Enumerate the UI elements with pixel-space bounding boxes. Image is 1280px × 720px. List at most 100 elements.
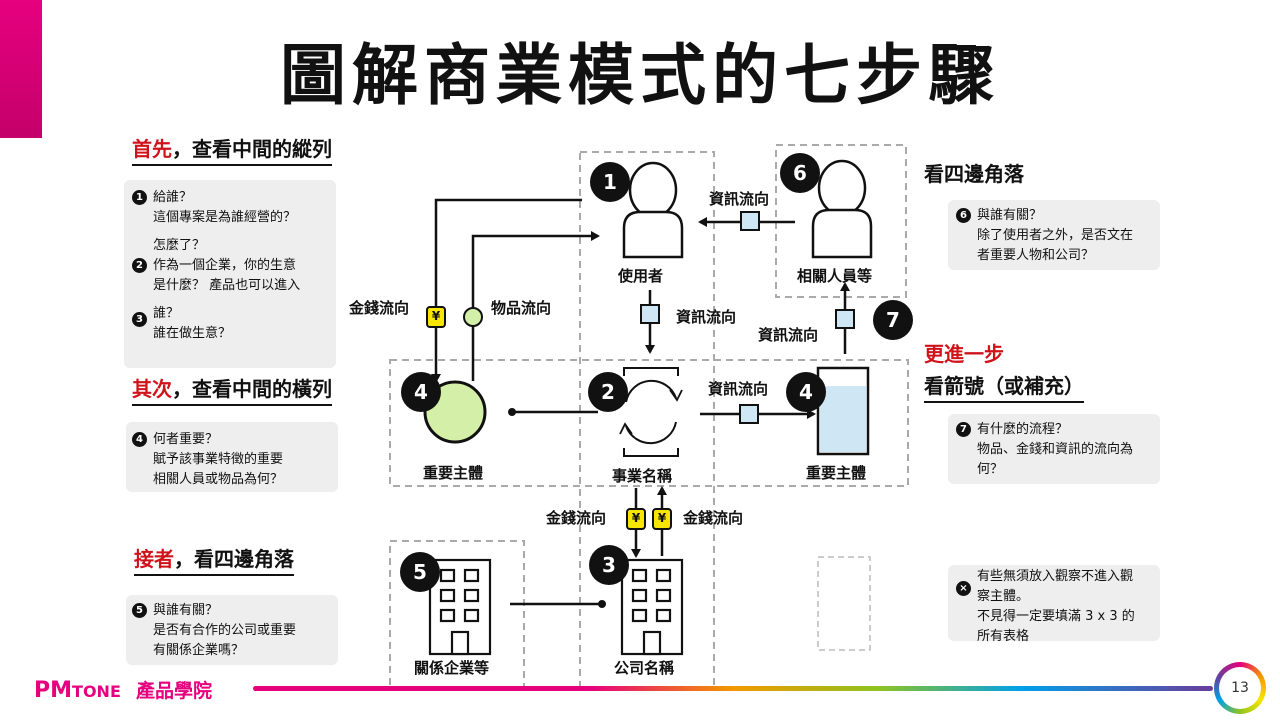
info-square (740, 211, 760, 231)
note-text: 誰？ 誰在做生意？ (153, 306, 232, 341)
brand-pm: PM (34, 678, 73, 703)
number-badge-circle (401, 372, 441, 412)
number-badge: 1 (132, 190, 147, 205)
right-heading-corners: 看四邊角落 (924, 162, 1024, 186)
note-item: 3 誰？ 誰在做生意？ (132, 304, 336, 344)
number-badge: 5 (132, 603, 147, 618)
note-text: 怎麼了？ 作為一個企業，你的生意 是什麼？ 產品也可以進入 (153, 238, 301, 293)
note-item: 7 有什麼的流程？ 物品、金錢和資訊的流向為 何？ (956, 420, 1160, 480)
heading-rest: ，查看中間的橫列 (172, 377, 332, 401)
money-flow-label: 金錢流向 (546, 509, 607, 527)
related-company-label: 關係企業等 (414, 659, 490, 677)
badge-1: 1 (603, 170, 617, 194)
number-badge: 2 (132, 258, 147, 273)
note-text: 何者重要？ 賦予該事業特徵的重要 相關人員或物品為何？ (153, 432, 284, 487)
number-badge-circle (786, 372, 826, 412)
close-icon: × (956, 581, 971, 596)
page-title: 圖解商業模式的七步驟 (280, 37, 1000, 114)
right-heading-further: 更進一步 (924, 342, 1004, 366)
yen-symbol: ¥ (631, 511, 641, 525)
note-sixth: 6 與誰有關？ 除了使用者之外，是否文在 者重要人物和公司？ (948, 200, 1160, 270)
related-company-building-icon (428, 558, 492, 656)
badge-6: 6 (793, 161, 807, 185)
money-flow-label: 金錢流向 (349, 299, 410, 317)
note-item: × 有些無須放入觀察不進入觀 察主體。 不見得一定要填滿 3 x 3 的 所有表格 (956, 567, 1160, 647)
footer-logo: PMTONE 產品學院 (34, 676, 212, 703)
number-badge-circle (400, 552, 440, 592)
goods-token-icon (463, 307, 483, 327)
goods-flow-label: 物品流向 (491, 299, 552, 317)
footer-gradient-bar (253, 686, 1213, 691)
company-name-label: 公司名稱 (614, 659, 675, 677)
heading-rest: ，看四邊角落 (174, 547, 294, 571)
badge-5: 5 (413, 560, 427, 584)
user-icon (622, 161, 684, 259)
number-badge: 6 (956, 208, 971, 223)
note-text: 給誰？ 這個專案是為誰經營的？ (153, 190, 297, 225)
info-flow-label: 資訊流向 (758, 326, 819, 344)
badge-7: 7 (886, 308, 900, 332)
info-flow-label: 資訊流向 (709, 190, 770, 208)
note-third: 5 與誰有關？ 是否有合作的公司或重要 有關係企業嗎？ (126, 595, 338, 665)
note-text: 有什麼的流程？ 物品、金錢和資訊的流向為 何？ (977, 422, 1134, 477)
heading-red-part: 首先 (132, 137, 172, 161)
link-dot (508, 408, 516, 416)
money-flow-arrow (431, 198, 582, 383)
heading-rest: ，查看中間的縱列 (172, 137, 332, 161)
badge-4-right: 4 (799, 380, 813, 404)
business-name-label: 事業名稱 (612, 467, 673, 485)
note-item: 6 與誰有關？ 除了使用者之外，是否文在 者重要人物和公司？ (956, 206, 1160, 266)
key-entity-left-label: 重要主體 (423, 464, 484, 482)
page-number: 13 (1219, 667, 1261, 709)
yen-symbol: ¥ (657, 511, 667, 525)
key-entity-container (816, 366, 870, 456)
info-flow-label: 資訊流向 (708, 380, 769, 398)
section-heading-first: 首先，查看中間的縱列 (132, 133, 332, 166)
user-label: 使用者 (618, 267, 664, 285)
brand-name: 產品學院 (135, 680, 212, 702)
money-flow-label: 金錢流向 (683, 509, 744, 527)
section-heading-third: 接者，看四邊角落 (134, 543, 294, 576)
note-seventh: 7 有什麼的流程？ 物品、金錢和資訊的流向為 何？ (948, 414, 1160, 484)
link-dot (598, 600, 606, 608)
badge-3: 3 (602, 553, 616, 577)
badge-2: 2 (601, 380, 615, 404)
number-badge-circle (589, 545, 629, 585)
corner-box-top-right (775, 144, 907, 298)
key-entity-right-label: 重要主體 (806, 464, 867, 482)
number-badge-circle (590, 162, 630, 202)
company-building-icon (620, 558, 684, 656)
right-heading-arrows: 看箭號（或補充） (924, 370, 1084, 403)
yen-token-icon (652, 508, 672, 530)
empty-corner-box (817, 556, 871, 651)
info-square (640, 304, 660, 324)
info-flow-label: 資訊流向 (676, 308, 737, 326)
goods-flow-arrow (471, 231, 600, 381)
page-number-ring: 13 (1214, 662, 1266, 714)
note-item: 5 與誰有關？ 是否有合作的公司或重要 有關係企業嗎？ (132, 601, 338, 661)
note-text: 有些無須放入觀察不進入觀 察主體。 不見得一定要填滿 3 x 3 的 所有表格 (977, 569, 1135, 644)
note-item: 1 給誰？ 這個專案是為誰經營的？ (132, 188, 336, 228)
yen-symbol: ¥ (431, 309, 441, 323)
info-square (739, 404, 759, 424)
heading-red-part: 接者 (134, 547, 174, 571)
heading-red-part: 其次 (132, 377, 172, 401)
cycle-icon (619, 367, 683, 457)
number-badge-circle (780, 153, 820, 193)
number-badge: 3 (132, 312, 147, 327)
section-heading-second: 其次，查看中間的橫列 (132, 373, 332, 406)
center-row-box (389, 359, 909, 487)
yen-token-icon (426, 306, 446, 328)
stakeholder-icon (811, 159, 873, 259)
badge-4-left: 4 (414, 380, 428, 404)
info-square (835, 309, 855, 329)
number-badge: 7 (956, 422, 971, 437)
note-first: 1 給誰？ 這個專案是為誰經營的？ 2 怎麼了？ 作為一個企業，你的生意 是什麼？ … (124, 180, 336, 368)
number-badge-circle (588, 372, 628, 412)
note-text: 與誰有關？ 是否有合作的公司或重要 有關係企業嗎？ (153, 603, 297, 658)
note-text: 與誰有關？ 除了使用者之外，是否文在 者重要人物和公司？ (977, 208, 1134, 263)
yen-token-icon (626, 508, 646, 530)
number-badge-circle (873, 300, 913, 340)
